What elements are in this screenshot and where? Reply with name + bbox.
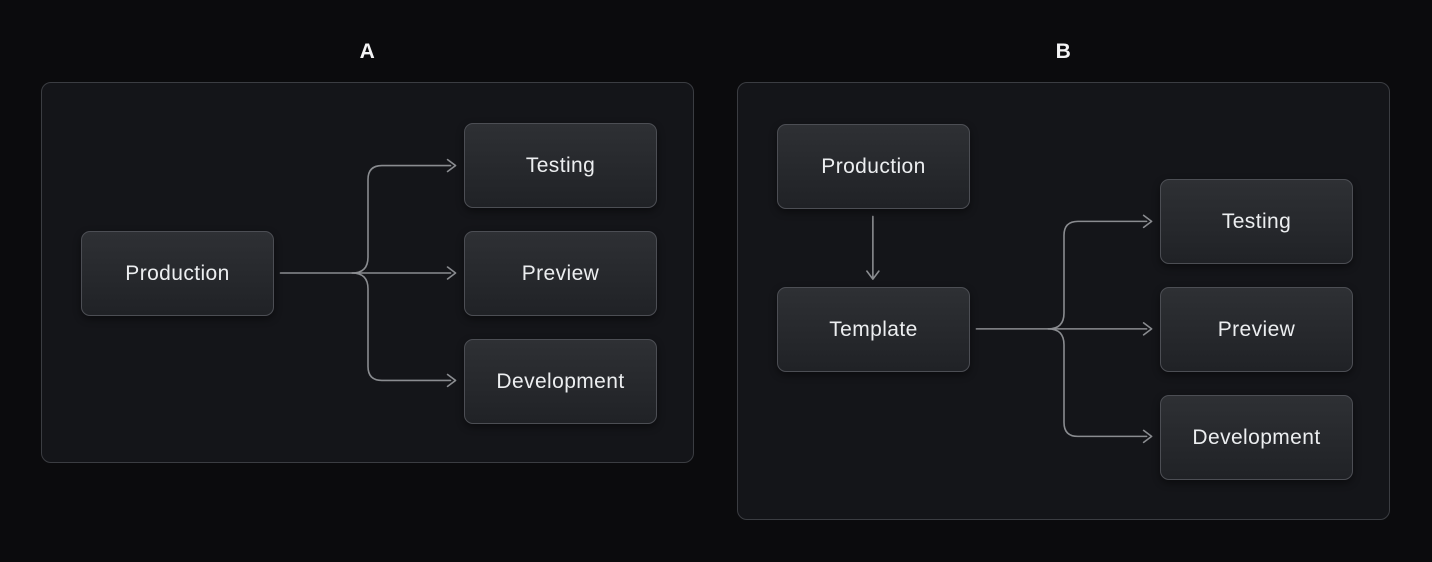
edge-production-preview-arrow bbox=[279, 266, 457, 280]
diagram-a-panel: Production Testing Preview Development bbox=[41, 82, 694, 463]
node-preview: Preview bbox=[1160, 287, 1353, 372]
edge-production-template-arrow bbox=[866, 215, 880, 280]
edge-production-testing-arrow bbox=[351, 158, 457, 274]
node-production: Production bbox=[777, 124, 970, 209]
node-development: Development bbox=[464, 339, 657, 424]
node-template: Template bbox=[777, 287, 970, 372]
node-development: Development bbox=[1160, 395, 1353, 480]
edge-template-preview-arrow bbox=[975, 322, 1153, 336]
node-production: Production bbox=[81, 231, 274, 316]
edge-template-testing-arrow bbox=[1047, 214, 1153, 330]
diagram-b-label: B bbox=[1055, 40, 1072, 63]
node-preview: Preview bbox=[464, 231, 657, 316]
edge-template-development-arrow bbox=[1047, 328, 1153, 444]
edge-production-development-arrow bbox=[351, 272, 457, 388]
diagram-a-label: A bbox=[359, 40, 376, 63]
node-testing: Testing bbox=[1160, 179, 1353, 264]
diagram-b-panel: Production Template Testing Preview Deve… bbox=[737, 82, 1390, 520]
node-testing: Testing bbox=[464, 123, 657, 208]
